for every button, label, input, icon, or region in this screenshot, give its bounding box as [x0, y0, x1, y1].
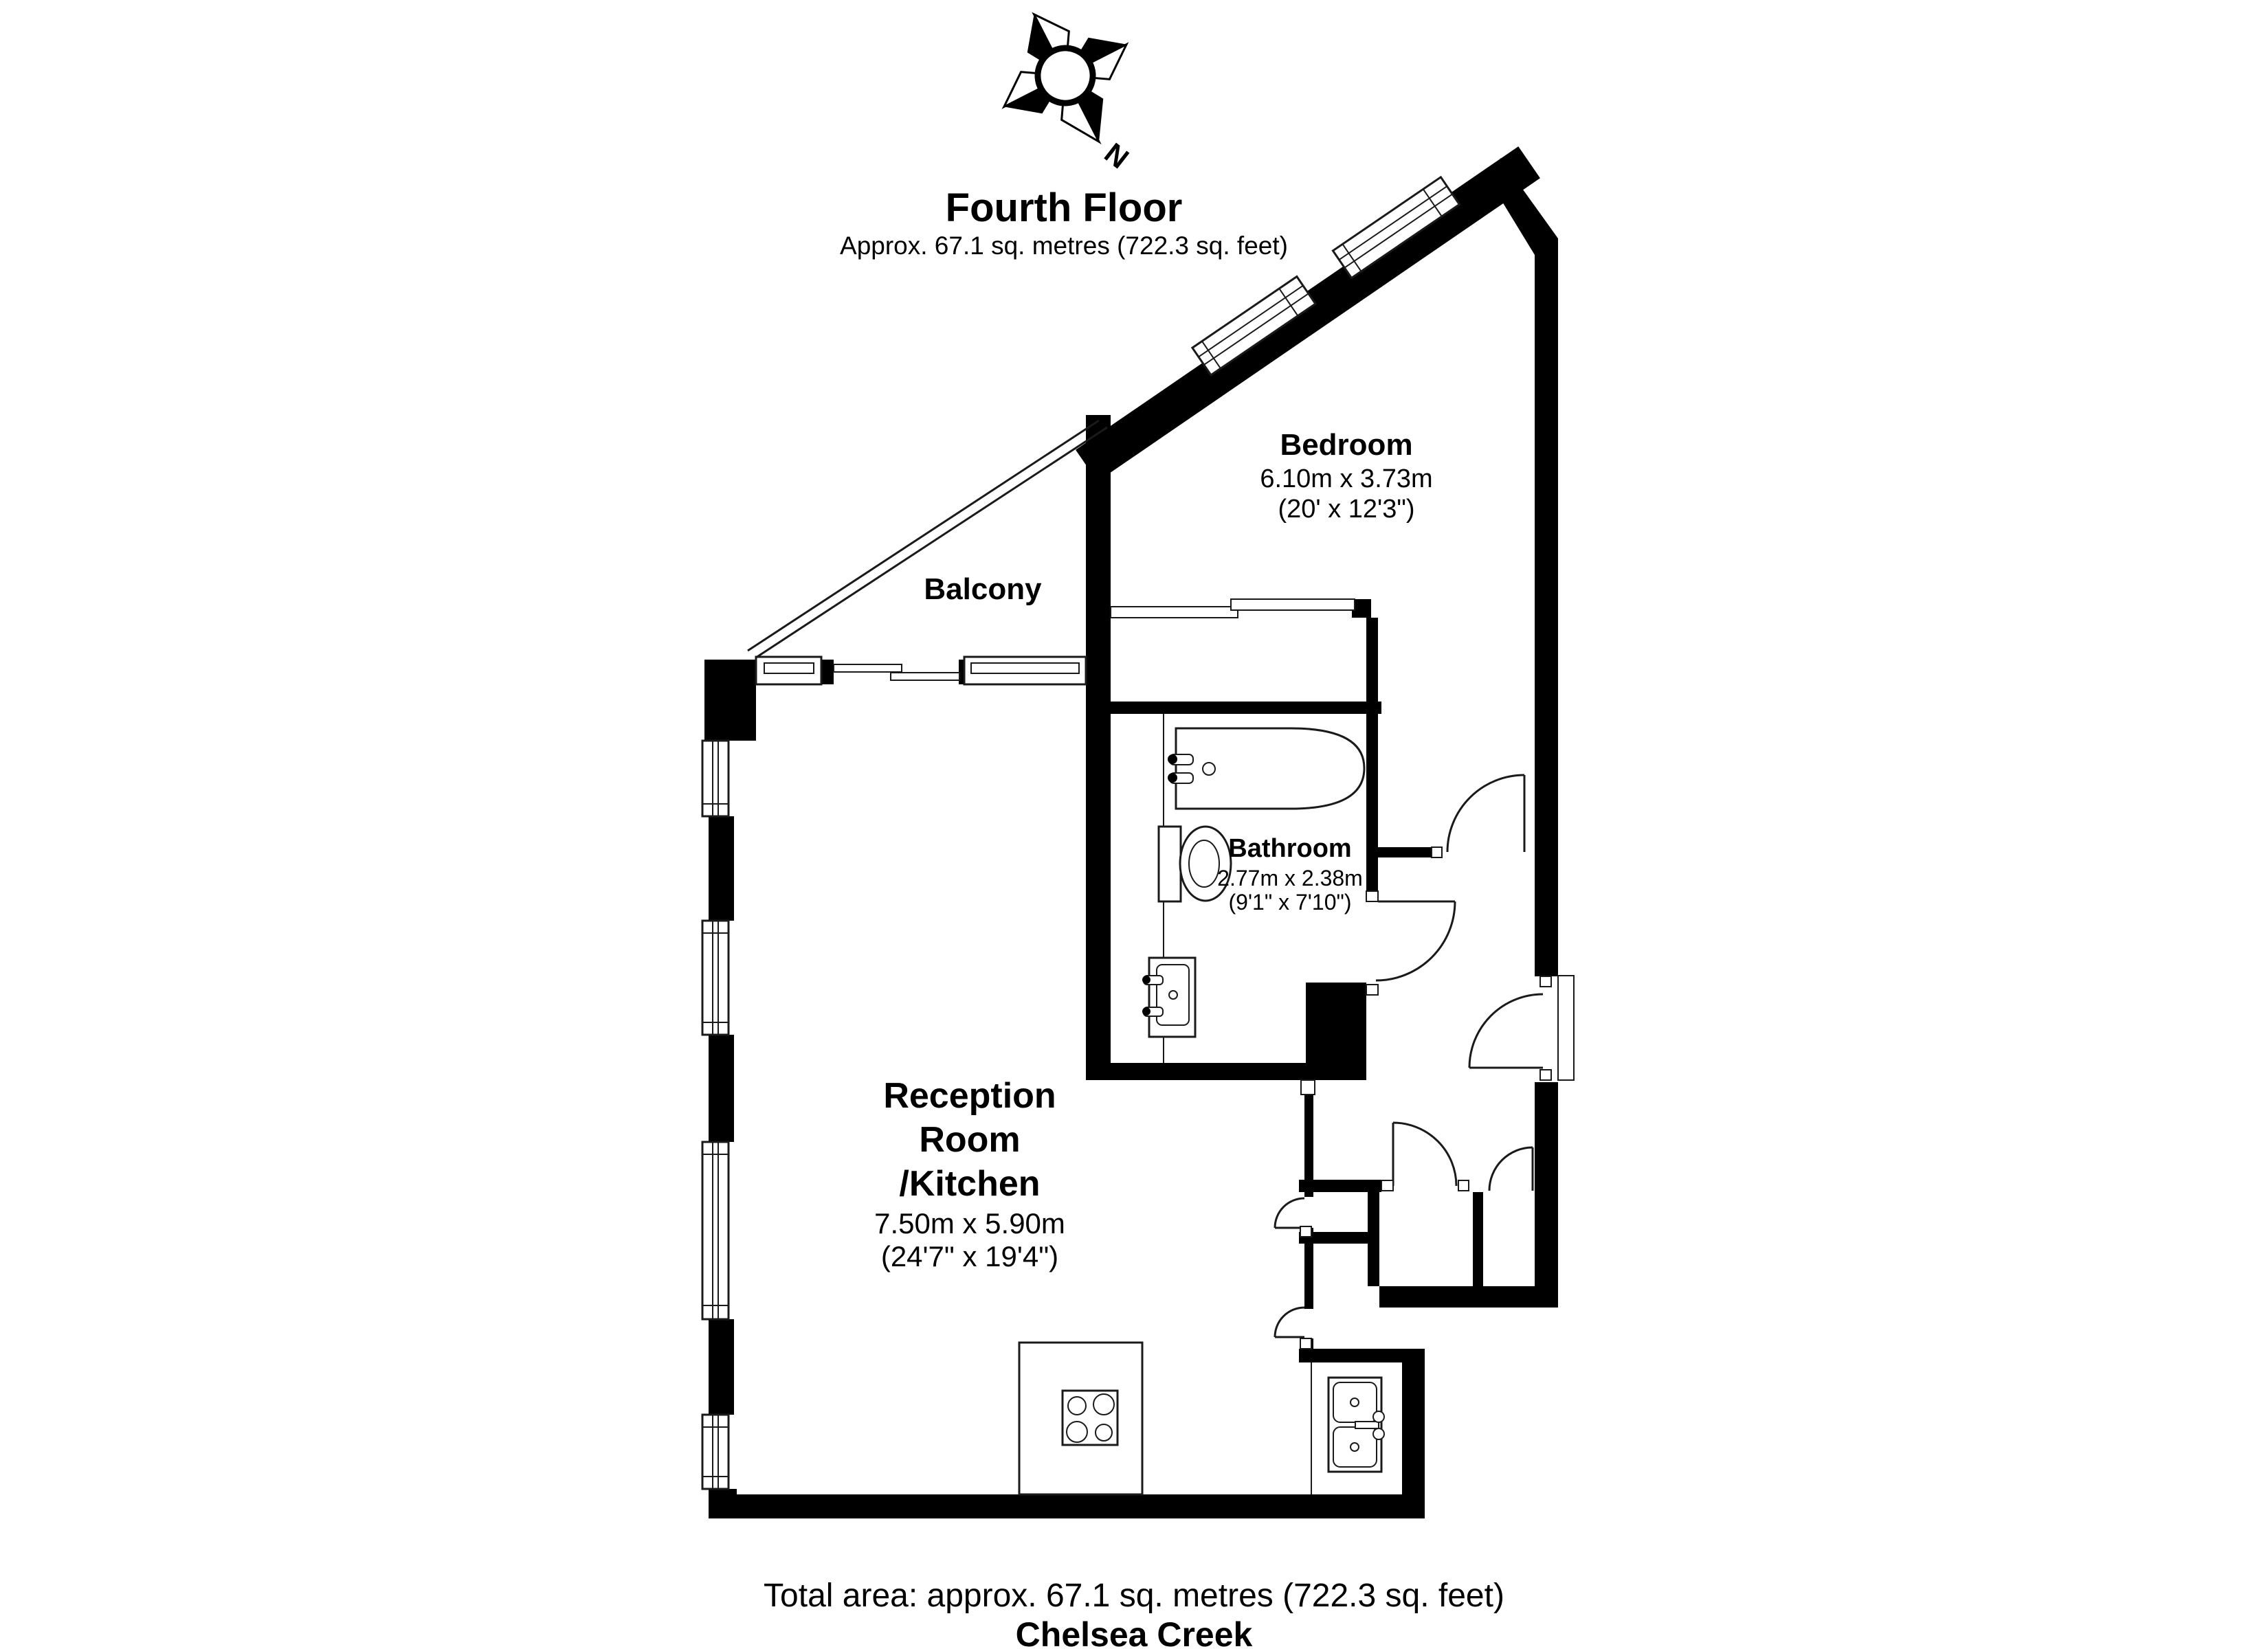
wall-left-2 [709, 1035, 734, 1142]
bathroom-dim-imperial: (9'1" x 7'10") [1228, 890, 1351, 915]
wall-right-upper [1535, 238, 1558, 976]
door-jamb-icon [1300, 1338, 1312, 1349]
door-jamb-icon [1381, 1180, 1394, 1191]
door-jamb-icon [1300, 1226, 1312, 1237]
window-diagonal-2 [1190, 275, 1318, 377]
wall-closet-divider [1473, 1192, 1483, 1286]
bathtub-icon [1168, 727, 1366, 810]
wall-cupboard-bottom [1299, 1349, 1425, 1362]
wall-diagonal [1076, 146, 1540, 482]
door-jamb-icon [1539, 976, 1552, 987]
closet-door-2 [1488, 1146, 1534, 1191]
doors [1274, 774, 1575, 1349]
kitchen-fixtures [1018, 1341, 1385, 1496]
walls [704, 146, 1558, 1518]
wall-bathroom-west [1086, 618, 1111, 1080]
compass-north-label: N [1099, 137, 1135, 175]
wall-bathroom-north [1086, 702, 1381, 714]
kitchen-sink-icon [1327, 1376, 1385, 1473]
door-jamb-icon [1539, 1069, 1552, 1081]
entrance-door [1468, 975, 1575, 1081]
wall-left-1 [709, 816, 734, 921]
cupboard-door-1 [1274, 1197, 1312, 1237]
hob-icon [1061, 1389, 1119, 1446]
doorway-threshold [1300, 1079, 1315, 1095]
wall-bottom [709, 1494, 1425, 1518]
window-left-3 [701, 1141, 730, 1321]
door-jamb-icon [1366, 890, 1379, 902]
balcony-label: Balcony [924, 572, 1042, 606]
window-diagonal-1 [1331, 175, 1461, 280]
wall-right-lower [1535, 1082, 1558, 1308]
wall-hall-divider-1 [1304, 1080, 1313, 1197]
wall-closet-west [1368, 1192, 1379, 1286]
kitchen-island [1018, 1341, 1144, 1496]
door-jamb-icon [1458, 1180, 1469, 1191]
room-labels: Bedroom 6.10m x 3.73m (20' x 12'3") Balc… [874, 428, 1433, 1272]
window-sliding-pane-1 [1110, 606, 1238, 618]
cupboard-door-2 [1274, 1306, 1312, 1349]
reception-dim-imperial: (24'7" x 19'4") [881, 1240, 1058, 1272]
reception-label-2: Room [919, 1120, 1020, 1160]
plan-title: Fourth Floor [946, 186, 1183, 230]
wall-bathroom-east [1366, 618, 1378, 901]
wall-cupboard-mid [1299, 1232, 1379, 1244]
door-jamb-icon [1366, 984, 1379, 996]
bedroom-dim-metric: 6.10m x 3.73m [1260, 464, 1432, 493]
wall-hall-divider-2 [1304, 1228, 1313, 1309]
wall-closet-south [1379, 1286, 1558, 1308]
bathroom-door [1366, 890, 1456, 996]
bathroom-fixtures [1142, 714, 1366, 1063]
reception-label-3: /Kitchen [899, 1164, 1040, 1204]
development-name: Chelsea Creek [1016, 1615, 1253, 1649]
plan-subtitle: Approx. 67.1 sq. metres (722.3 sq. feet) [840, 232, 1288, 260]
wall-corner-block [704, 660, 756, 741]
wall-left-3 [709, 1319, 734, 1415]
bedroom-dim-imperial: (20' x 12'3") [1278, 495, 1414, 524]
closet-door-1 [1381, 1121, 1469, 1191]
balcony-slider-pane-2 [890, 672, 960, 681]
bathroom-label: Bathroom [1228, 834, 1351, 863]
wall-closet-top [1299, 1180, 1381, 1192]
wall-mullion-2 [959, 660, 964, 684]
wall-nook-east [1402, 1349, 1425, 1518]
toilet-icon [1157, 825, 1232, 903]
balcony-slider-pane-1 [833, 664, 902, 673]
basin-icon [1142, 956, 1197, 1038]
windows [701, 175, 1461, 1490]
window-left-2 [701, 919, 730, 1036]
door-jamb-icon [1431, 846, 1443, 858]
compass-rose-icon: N [1001, 12, 1135, 175]
reception-label-1: Reception [883, 1076, 1056, 1116]
wall-bedroom-balcony-divider [1086, 415, 1111, 618]
wall-mullion-1 [821, 660, 834, 684]
total-area-label: Total area: approx. 67.1 sq. metres (722… [764, 1578, 1504, 1614]
window-left-4 [701, 1413, 730, 1490]
reception-dim-metric: 7.50m x 5.90m [874, 1207, 1065, 1239]
door-threshold [1557, 975, 1575, 1081]
balcony-railing [747, 419, 1108, 659]
wall-left-bottom-corner [709, 1489, 737, 1518]
window-sliding-pane-2 [1230, 598, 1355, 611]
wall-duct [1306, 983, 1366, 1080]
window-reception-north-1 [755, 655, 823, 686]
bedroom-door [1431, 774, 1526, 858]
wall-hall-stub [1378, 847, 1432, 857]
window-reception-north-2 [963, 655, 1087, 686]
bathroom-dim-metric: 2.77m x 2.38m [1217, 866, 1363, 890]
bedroom-label: Bedroom [1280, 428, 1412, 462]
window-left-1 [701, 739, 730, 818]
